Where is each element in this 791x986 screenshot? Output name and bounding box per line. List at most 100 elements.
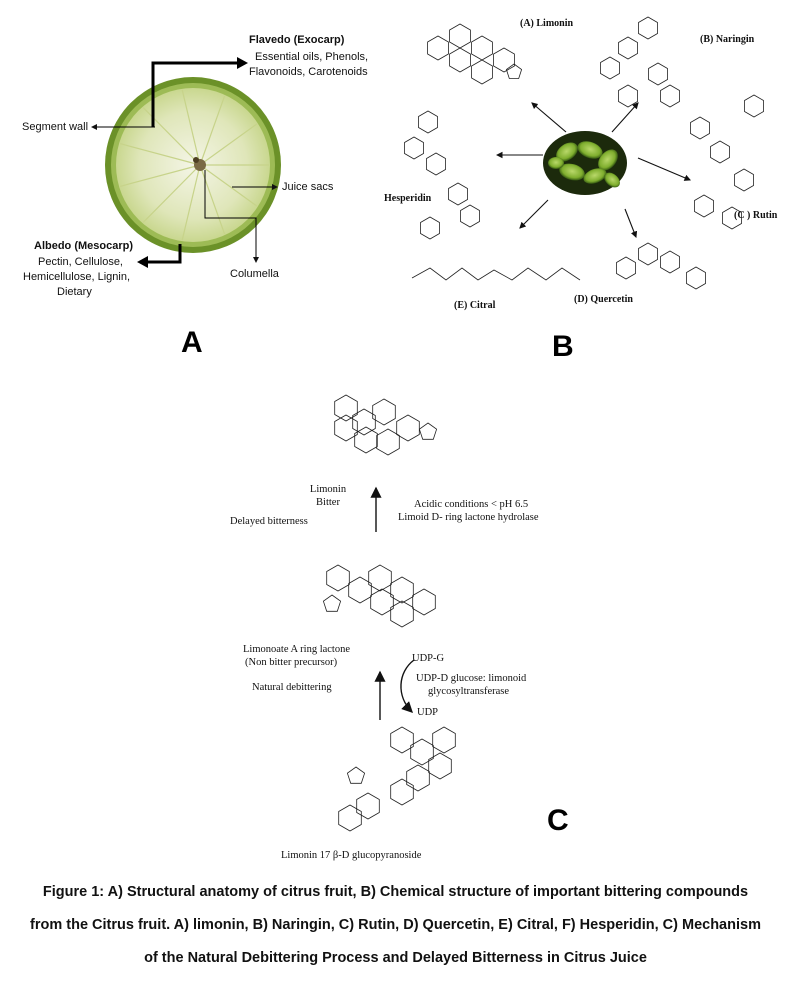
figure-caption: Figure 1: A) Structural anatomy of citru… [0, 876, 791, 975]
quercetin-structure-ring [638, 242, 658, 266]
glucoside-structure-ring [432, 726, 456, 754]
delayed-bitterness: Delayed bitterness [230, 516, 308, 527]
limonoate-structure-ring [370, 588, 394, 616]
rutin-structure-ring [690, 116, 710, 140]
naringin-structure-ring [638, 16, 658, 40]
segment-line [181, 89, 201, 166]
citrus-fruits-image [543, 131, 627, 195]
segment-line [119, 164, 201, 187]
limonoate-line2: (Non bitter precursor) [245, 657, 338, 668]
naringin-structure-ring [660, 84, 680, 108]
glucoside-structure-ring [410, 738, 434, 766]
acidic-line1: Acidic conditions < pH 6.5 [414, 499, 529, 510]
quercetin-structure-ring [616, 256, 636, 280]
albedo-connector [145, 244, 182, 264]
arrow-to-naringin [611, 102, 639, 133]
limonoate-structure-ring [390, 576, 414, 604]
hesperidin-structure-ring [448, 182, 468, 206]
limonoate-line1: Limonoate A ring lactone [243, 644, 351, 655]
caption-line3: of the Natural Debittering Process and D… [144, 950, 647, 966]
naringin-structure-ring [648, 62, 668, 86]
quercetin-structure-ring [660, 250, 680, 274]
segment-line [119, 143, 201, 166]
columella-arrow [204, 170, 259, 263]
limonin-structure-ring [449, 47, 471, 73]
albedo-line2: Hemicellulose, Lignin, [23, 271, 130, 283]
limonin-c-structure-ring [418, 422, 438, 440]
limonin-structure-ring [449, 23, 471, 49]
hesperidin-structure-ring [404, 136, 424, 160]
glucoside-structure-ring [346, 766, 366, 784]
glucoside-structure-ring [406, 764, 430, 792]
arrow-to-citral [519, 199, 549, 229]
caption-line1: Figure 1: A) Structural anatomy of citru… [42, 884, 749, 900]
limonin-c-structure-ring [334, 394, 358, 422]
limonin-structure-ring [427, 35, 449, 61]
segment-line [199, 95, 226, 166]
glucoside-label: Limonin 17 β-D glucopyranoside [281, 850, 422, 861]
limonin-structure-ring [505, 63, 523, 79]
segment-line [199, 164, 226, 235]
naringin-structure-ring [618, 84, 638, 108]
limonoate-structure-ring [390, 600, 414, 628]
panel-b-label: B [552, 330, 574, 363]
panel-c-label: C [547, 804, 569, 837]
juice-sacs-label: Juice sacs [282, 181, 334, 193]
albedo-line3: Dietary [57, 286, 92, 298]
rutin-label: (C ) Rutin [734, 210, 778, 221]
rutin-structure-ring [710, 140, 730, 164]
limonin-c-structure-ring [376, 428, 400, 456]
udp-curved-arrow [400, 659, 415, 713]
rutin-structure-ring [722, 206, 742, 230]
naringin-structure-ring [600, 56, 620, 80]
citral-structure-chain [411, 267, 581, 281]
albedo-line1: Pectin, Cellulose, [38, 256, 123, 268]
rutin-structure-ring [744, 94, 764, 118]
limonin-c-structure-ring [354, 426, 378, 454]
hesperidin-structure-ring [420, 216, 440, 240]
hesperidin-structure-ring [426, 152, 446, 176]
limonin-c-line2: Bitter [316, 497, 340, 508]
caption-line2: from the Citrus fruit. A) limonin, B) Na… [30, 917, 761, 933]
glucoside-structure-ring [338, 804, 362, 832]
limonin-structure-ring [493, 47, 515, 73]
flavedo-line2: Flavonoids, Carotenoids [249, 66, 368, 78]
glucoside-structure-ring [390, 726, 414, 754]
arrow-to-rutin [637, 157, 692, 181]
udp-label: UDP [417, 707, 439, 718]
glucoside-structure-ring [390, 778, 414, 806]
hesperidin-label: Hesperidin [384, 193, 432, 204]
flavedo-connector [151, 61, 240, 127]
limonin-c-structure-ring [352, 408, 376, 436]
limonin-c-structure-ring [334, 414, 358, 442]
limonoate-structure-ring [368, 564, 392, 592]
glucoside-structure-ring [428, 752, 452, 780]
glucoside-structure-ring [356, 792, 380, 820]
limonoate-structure-ring [412, 588, 436, 616]
rutin-structure-ring [694, 194, 714, 218]
segment-line [181, 164, 201, 241]
citral-label: (E) Citral [454, 300, 496, 311]
arrow-to-limonin [531, 102, 567, 133]
segment-line [199, 123, 258, 166]
limonin-c-structure-ring [372, 398, 396, 426]
limonin-c-line1: Limonin [309, 484, 347, 495]
hesperidin-structure-ring [418, 110, 438, 134]
enzyme-line2: glycosyltransferase [428, 686, 510, 697]
flavedo-title: Flavedo (Exocarp) [249, 34, 345, 46]
arrow-to-quercetin [624, 208, 638, 239]
enzyme-line1: UDP-D glucose: limonoid [416, 673, 527, 684]
limonoate-structure-ring [348, 576, 372, 604]
limonin-label: (A) Limonin [520, 18, 574, 29]
panel-a-label: A [181, 326, 203, 359]
acidic-line2: Limoid D- ring lactone hydrolase [398, 512, 539, 523]
segment-line [199, 164, 258, 207]
rutin-structure-ring [734, 168, 754, 192]
limonin-structure-ring [471, 59, 493, 85]
columella-label: Columella [230, 268, 279, 280]
segment-wall-label: Segment wall [22, 121, 89, 133]
limonin-c-structure-ring [396, 414, 420, 442]
limonoate-structure-ring [326, 564, 350, 592]
naringin-label: (B) Naringin [700, 34, 755, 45]
